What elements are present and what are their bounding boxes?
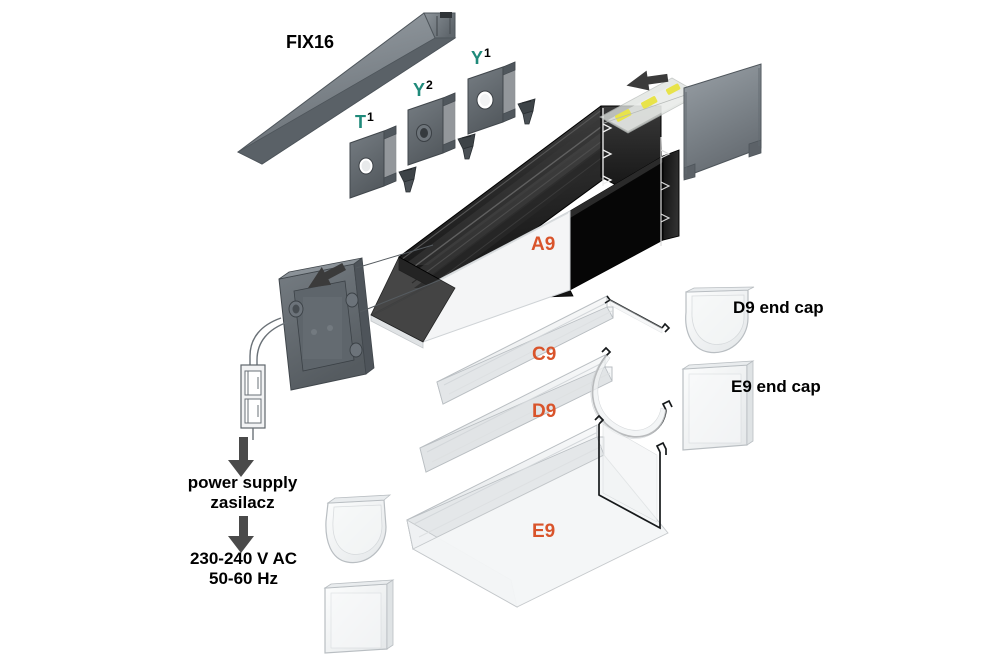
label-y1-superscript: 1 [484, 46, 491, 60]
label-mains: 230-240 V AC 50-60 Hz [177, 549, 310, 589]
label-mains-frequency: 50-60 Hz [209, 569, 278, 589]
label-mains-voltage: 230-240 V AC [189, 549, 298, 568]
part-bracket-y1 [467, 61, 516, 135]
label-fix16: FIX16 [286, 32, 335, 52]
label-c9: C9 [532, 344, 557, 365]
part-bracket-t1 [349, 125, 397, 199]
label-y1-letter: Y [471, 48, 484, 68]
part-e9-end-cap [681, 360, 755, 451]
label-y2-superscript: 2 [426, 78, 433, 92]
label-t1: T1 [355, 110, 374, 133]
label-e9: E9 [532, 521, 556, 542]
part-cover-d9 [419, 346, 673, 473]
part-cover-e9 [406, 414, 669, 608]
arrow-flow-1 [228, 437, 254, 477]
screw-y1 [517, 98, 536, 125]
label-power-supply: power supply zasilacz [180, 473, 305, 513]
led-strip [599, 77, 701, 134]
screw-y2 [457, 133, 476, 160]
label-a9: A9 [531, 234, 556, 255]
part-e9-end-cap-alt [323, 579, 395, 654]
part-end-cap-with-gland [278, 257, 375, 391]
label-t1-superscript: 1 [367, 110, 374, 124]
part-fix16 [237, 12, 457, 165]
part-profile-a9 [369, 77, 701, 349]
part-bracket-y2 [407, 92, 456, 166]
label-y2-letter: Y [413, 80, 426, 100]
label-power-supply-en: power supply [187, 473, 298, 492]
part-d9-end-cap [685, 286, 755, 354]
arrow-end-cap-left [307, 262, 347, 288]
arrow-end-cap-right [626, 70, 669, 91]
part-d9-end-cap-alt [325, 494, 392, 564]
screw-t1 [398, 166, 417, 193]
label-d9: D9 [532, 401, 557, 422]
label-e9-end-cap: E9 end cap [731, 377, 821, 396]
cable-connector-block [240, 364, 266, 429]
power-cable [249, 317, 289, 366]
part-cover-c9 [436, 295, 671, 405]
label-power-supply-pl: zasilacz [210, 493, 275, 513]
arrow-flow-2 [228, 516, 254, 553]
part-end-cap-plain [683, 63, 762, 181]
assembly-guide-lines [355, 244, 441, 313]
label-y1: Y1 [471, 46, 491, 69]
label-t1-letter: T [355, 112, 366, 132]
label-y2: Y2 [413, 78, 433, 101]
label-d9-end-cap: D9 end cap [733, 298, 824, 317]
